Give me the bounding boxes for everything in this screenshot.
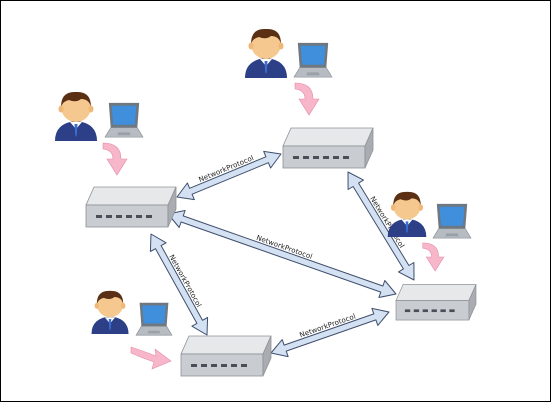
person-icon <box>55 91 97 141</box>
double-arrow <box>176 150 282 201</box>
router-top <box>282 127 374 169</box>
user-left <box>55 91 144 176</box>
router-icon <box>85 186 177 228</box>
router-icon <box>282 127 374 169</box>
router-left <box>85 186 177 228</box>
pink-arrow-icon <box>294 82 320 116</box>
double-arrow <box>149 233 209 336</box>
link-left-top: NetworkProtocol <box>176 150 282 201</box>
router-right <box>395 284 477 321</box>
laptop-icon <box>293 42 333 78</box>
pink-arrow-icon <box>422 242 445 272</box>
network-links: NetworkProtocolNetworkProtocolNetworkPro… <box>149 150 415 358</box>
router-icon <box>395 284 477 321</box>
link-bottom-right: NetworkProtocol <box>270 307 390 358</box>
pink-arrow-icon <box>102 142 128 176</box>
user-bottom <box>91 290 173 370</box>
person-icon <box>91 290 129 334</box>
double-arrow <box>347 171 415 281</box>
user-top <box>245 28 333 116</box>
laptop-icon <box>432 203 472 239</box>
person-icon <box>387 191 427 237</box>
laptop-icon <box>135 302 173 336</box>
double-arrow <box>270 307 390 358</box>
person-icon <box>245 28 287 78</box>
router-icon <box>180 335 272 377</box>
router-bottom <box>180 335 272 377</box>
double-arrow <box>167 210 397 298</box>
laptop-icon <box>104 102 144 138</box>
link-left-right: NetworkProtocol <box>167 210 397 298</box>
pink-arrow-icon <box>130 346 172 370</box>
